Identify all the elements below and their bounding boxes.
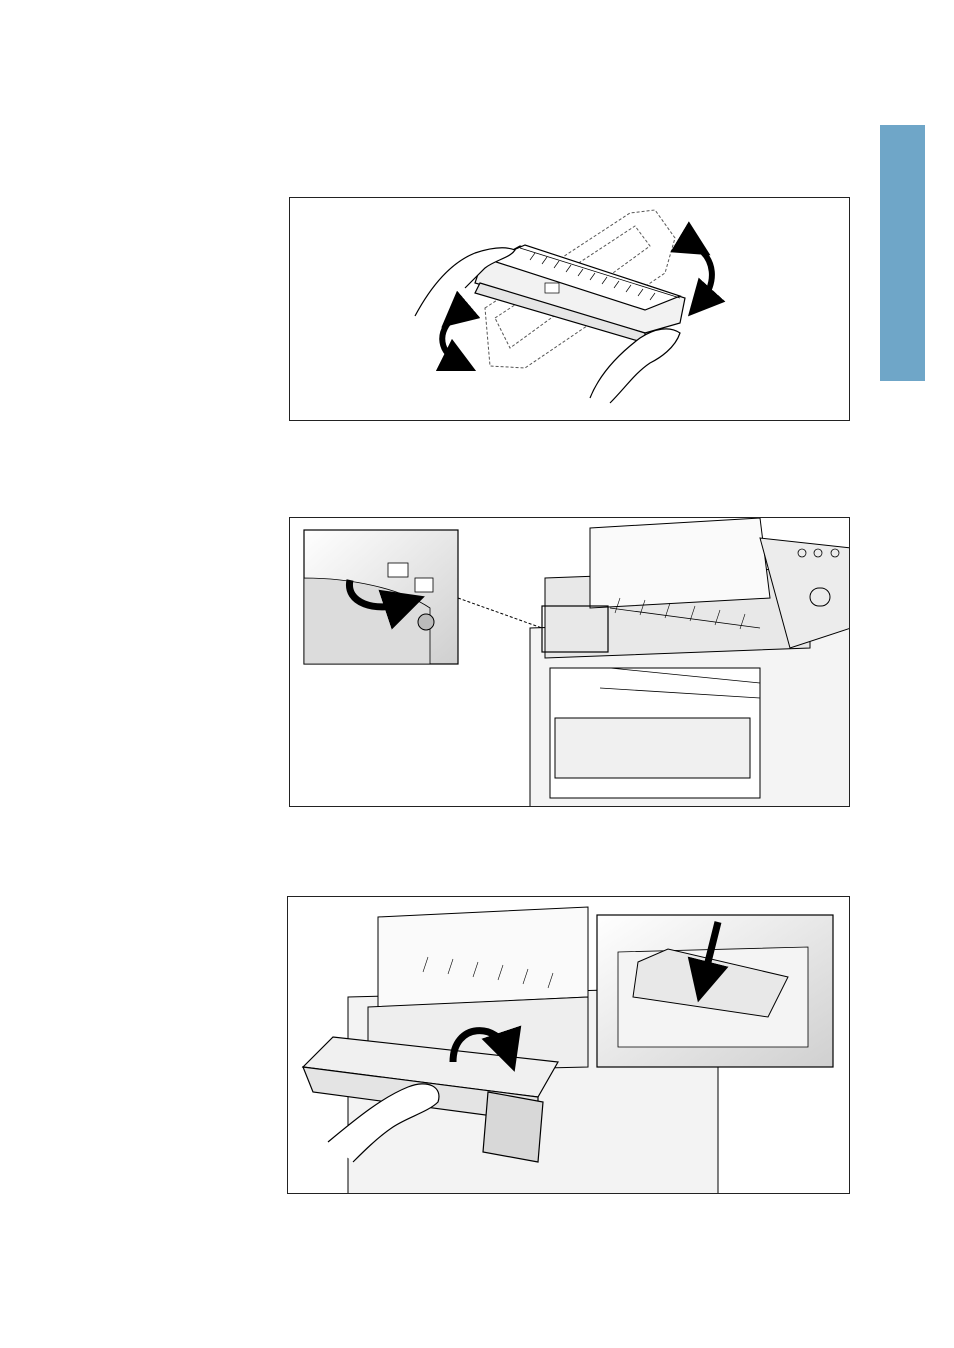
printer-open-illustration xyxy=(290,518,850,807)
figure-shake-cartridge xyxy=(289,197,850,421)
insert-cartridge-illustration xyxy=(288,897,850,1194)
leader-line xyxy=(458,598,542,628)
figure-printer-open xyxy=(289,517,850,807)
inset-detail xyxy=(304,530,458,664)
figure-insert-cartridge xyxy=(287,896,850,1194)
shake-cartridge-illustration xyxy=(290,198,850,421)
printer-body xyxy=(530,518,850,807)
toner-cartridge xyxy=(475,245,685,343)
inset-detail xyxy=(597,915,833,1067)
chapter-side-tab xyxy=(880,125,925,381)
